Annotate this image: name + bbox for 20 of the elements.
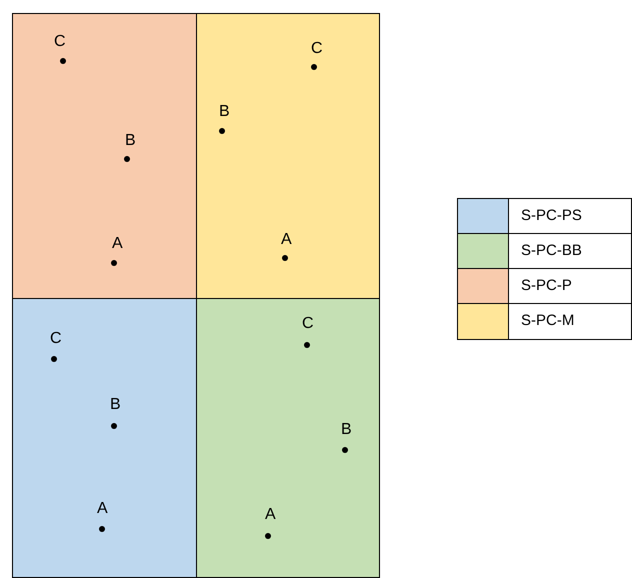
quadrant-panel bbox=[12, 298, 197, 578]
point-label: C bbox=[54, 34, 66, 50]
point-label: A bbox=[281, 232, 292, 248]
legend-label: S-PC-P bbox=[521, 277, 572, 295]
point-label: A bbox=[97, 501, 108, 517]
point-label: C bbox=[50, 331, 62, 347]
point-label: B bbox=[125, 133, 136, 149]
quadrant-panel bbox=[196, 298, 380, 578]
point-label: B bbox=[341, 422, 352, 438]
point-label: C bbox=[311, 41, 323, 57]
point-label: C bbox=[302, 316, 314, 332]
point-label: B bbox=[219, 104, 230, 120]
point-label: A bbox=[265, 507, 276, 523]
point-label: A bbox=[112, 236, 123, 252]
point-label: B bbox=[110, 397, 121, 413]
legend-label: S-PC-M bbox=[521, 312, 574, 330]
quadrant-panel bbox=[196, 13, 380, 299]
legend-label: S-PC-BB bbox=[521, 242, 582, 260]
legend-label: S-PC-PS bbox=[521, 207, 582, 225]
quadrant-panel bbox=[12, 13, 197, 299]
